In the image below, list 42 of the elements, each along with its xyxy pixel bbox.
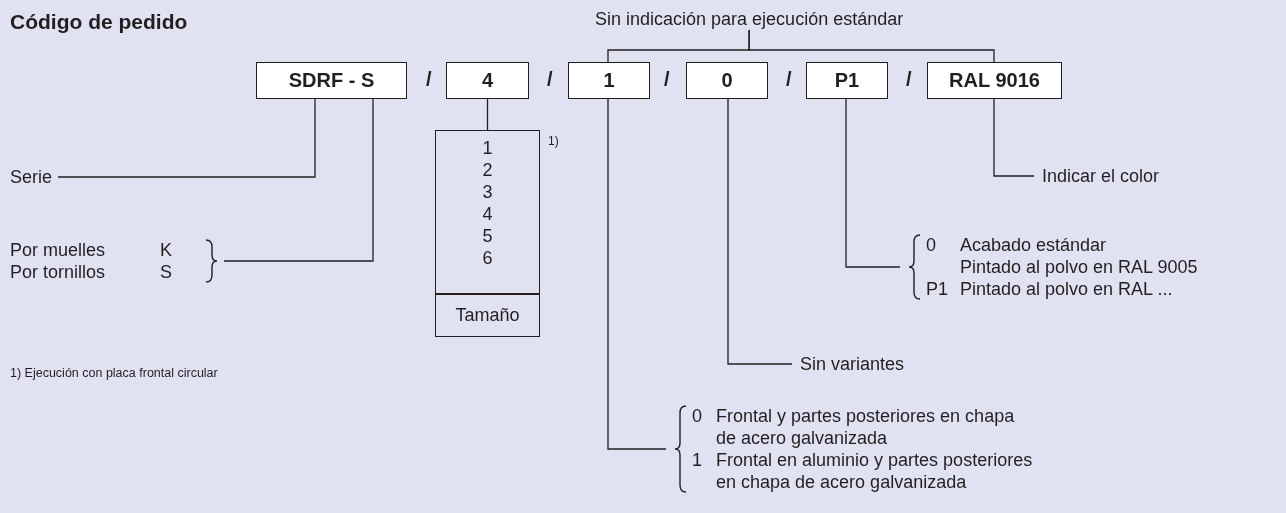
separator-slash: /: [906, 68, 912, 91]
option-label: Pintado al polvo en RAL 9005: [960, 256, 1198, 278]
leader-line: [607, 98, 667, 450]
option-code: S: [160, 261, 173, 283]
code-field: P1: [806, 62, 888, 99]
option-label: Indicar el color: [1042, 165, 1160, 187]
leader-line: [57, 98, 316, 178]
code-field: RAL 9016: [927, 62, 1062, 99]
option-code: P1: [926, 278, 950, 300]
leader-line: [223, 98, 374, 262]
option-code: 0: [692, 405, 703, 428]
leader-line: [748, 29, 995, 63]
option-label: Frontal y partes posteriores en chapa de acero galvanizada: [716, 405, 1016, 449]
footnote: 1) Ejecución con placa frontal circular: [10, 366, 218, 380]
leader-line: [845, 98, 901, 268]
separator-slash: /: [547, 68, 553, 91]
option-label: Serie: [10, 166, 53, 188]
option-label: Pintado al polvo en RAL ...: [960, 278, 1174, 300]
footnote-mark: 1): [548, 134, 559, 148]
option-code: 1: [692, 449, 703, 472]
option-code: K: [160, 239, 173, 261]
code-field: 1: [568, 62, 650, 99]
separator-slash: /: [426, 68, 432, 91]
option-label: Por muelles: [10, 239, 107, 261]
size-list: 1 2 3 4 5 6: [480, 131, 495, 293]
code-field: SDRF - S: [256, 62, 407, 99]
option-label: Por tornillos: [10, 261, 107, 283]
leader-line: [993, 98, 1035, 177]
separator-slash: /: [786, 68, 792, 91]
separator-slash: /: [664, 68, 670, 91]
code-field: 0: [686, 62, 768, 99]
note-text: Sin indicación para ejecución estándar: [595, 8, 904, 30]
title: Código de pedido: [10, 10, 188, 34]
leader-line: [486, 98, 489, 131]
option-label: Acabado estándar: [960, 234, 1108, 256]
size-heading: Tamaño: [436, 293, 539, 336]
leader-line: [727, 98, 793, 365]
option-code: 0: [926, 234, 937, 256]
size-table: [435, 130, 540, 337]
option-label: Frontal en aluminio y partes posteriores en chapa de acero galvanizada: [716, 449, 1034, 493]
code-field: 4: [446, 62, 529, 99]
option-label: Sin variantes: [800, 353, 905, 375]
